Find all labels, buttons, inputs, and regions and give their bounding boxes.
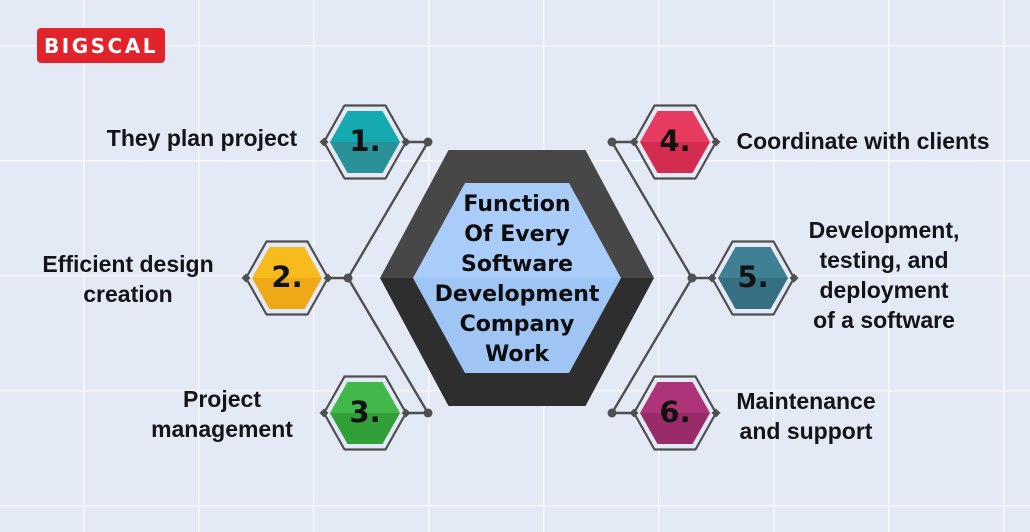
junction-dot [343,273,353,283]
label-efficient-design: Efficient design creation [42,251,214,307]
hexagon-2 [240,240,334,316]
central-title-line: Function [463,192,571,217]
hexagon-1-number: 1. [349,124,381,158]
central-title-line: Of Every [464,222,570,247]
hexagon-5-number: 5. [737,260,769,294]
bigscal-logo: BIGSCAL [37,28,165,63]
central-hexagon-inner-bottom [413,278,621,373]
central-hexagon [380,150,654,406]
hexagon-3-number: 3. [349,395,381,429]
junction-dot [687,273,697,283]
central-hexagon-inner-top [413,183,621,278]
label-coordinate-clients: Coordinate with clients [736,128,990,154]
hexagon-3 [318,375,412,451]
label-maintenance-support: Maintenance and support [736,388,876,444]
junction-dot [607,137,617,147]
central-title-line: Development [434,282,600,307]
junction-dot [423,137,433,147]
junction-dot [607,408,617,418]
label-they-plan-project: They plan project [106,125,298,151]
label-project-management: Project management [151,386,293,442]
junction-dot [423,408,433,418]
hexagon-4-number: 4. [659,124,691,158]
logo-text: BIGSCAL [44,33,158,58]
hexagon-2-number: 2. [271,260,303,294]
hexagon-4 [628,104,722,180]
hexagon-6-number: 6. [659,395,691,429]
label-development-testing: Development, testing, and deployment of … [808,217,960,333]
hexagon-1 [318,104,412,180]
connector-lines [328,137,712,418]
hexagon-6 [628,375,722,451]
central-title-line: Company [459,312,575,337]
central-title: Function Of Every Software Development C… [407,190,627,370]
hexagon-5 [706,240,800,316]
central-title-line: Software [461,252,573,277]
central-title-line: Work [484,342,550,367]
